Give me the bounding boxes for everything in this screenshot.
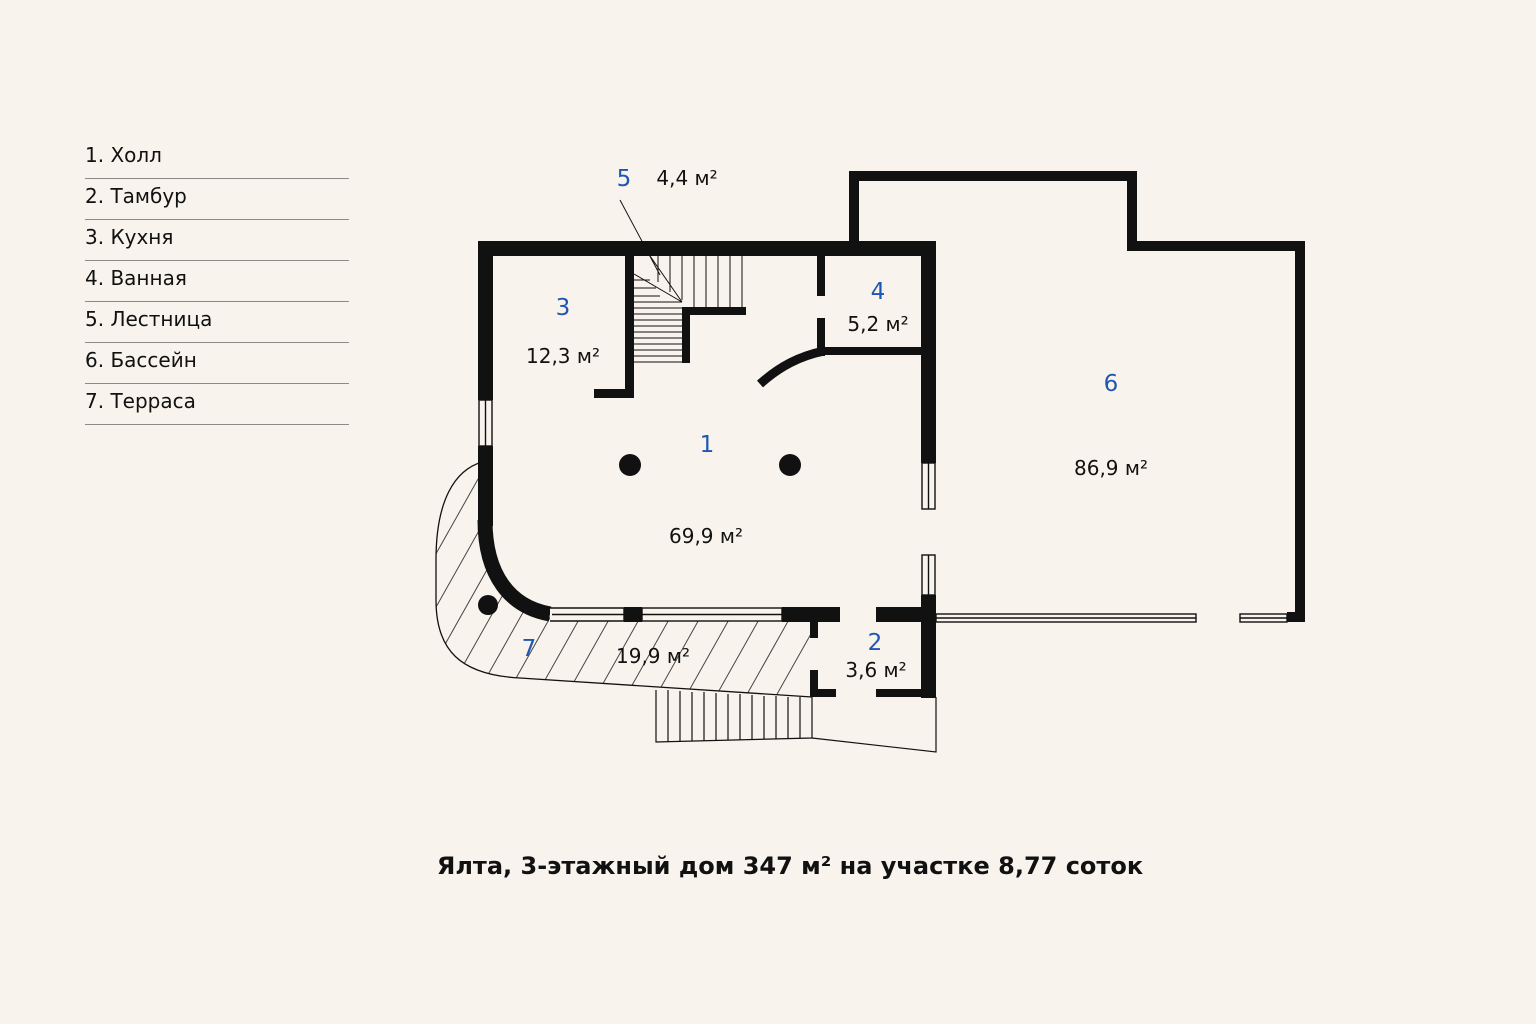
room-number-stairs: 5 bbox=[617, 166, 632, 192]
walls bbox=[478, 171, 1305, 698]
plan-caption: Ялта, 3-этажный дом 347 м² на участке 8,… bbox=[436, 852, 1144, 880]
legend-item-vestibule: 2. Тамбур bbox=[85, 179, 349, 220]
room-number-hall: 1 bbox=[700, 432, 715, 458]
legend-item-terrace: 7. Терраса bbox=[85, 384, 349, 425]
legend-item-stairs: 5. Лестница bbox=[85, 302, 349, 343]
curved-walls bbox=[477, 346, 825, 622]
room-number-bathroom: 4 bbox=[871, 279, 886, 305]
legend-item-pool: 6. Бассейн bbox=[85, 343, 349, 384]
room-area-pool: 86,9 м² bbox=[1074, 456, 1148, 480]
legend-item-bathroom: 4. Ванная bbox=[85, 261, 349, 302]
room-area-bathroom: 5,2 м² bbox=[847, 312, 908, 336]
interior-staircase bbox=[619, 199, 743, 363]
room-area-kitchen: 12,3 м² bbox=[526, 344, 600, 368]
windows bbox=[478, 399, 1288, 623]
room-number-pool: 6 bbox=[1104, 371, 1119, 397]
room-area-vestibule: 3,6 м² bbox=[845, 658, 906, 682]
room-area-hall: 69,9 м² bbox=[669, 524, 743, 548]
legend-item-kitchen: 3. Кухня bbox=[85, 220, 349, 261]
room-number-kitchen: 3 bbox=[556, 295, 571, 321]
room-area-terrace: 19,9 м² bbox=[616, 644, 690, 668]
room-area-stairs: 4,4 м² bbox=[656, 166, 717, 190]
room-number-vestibule: 2 bbox=[868, 630, 883, 656]
terrace-area bbox=[435, 461, 813, 698]
room-number-terrace: 7 bbox=[522, 636, 537, 662]
legend: 1. Холл 2. Тамбур 3. Кухня 4. Ванная 5. … bbox=[85, 138, 349, 425]
entrance-stairs bbox=[655, 690, 937, 753]
legend-item-hall: 1. Холл bbox=[85, 138, 349, 179]
